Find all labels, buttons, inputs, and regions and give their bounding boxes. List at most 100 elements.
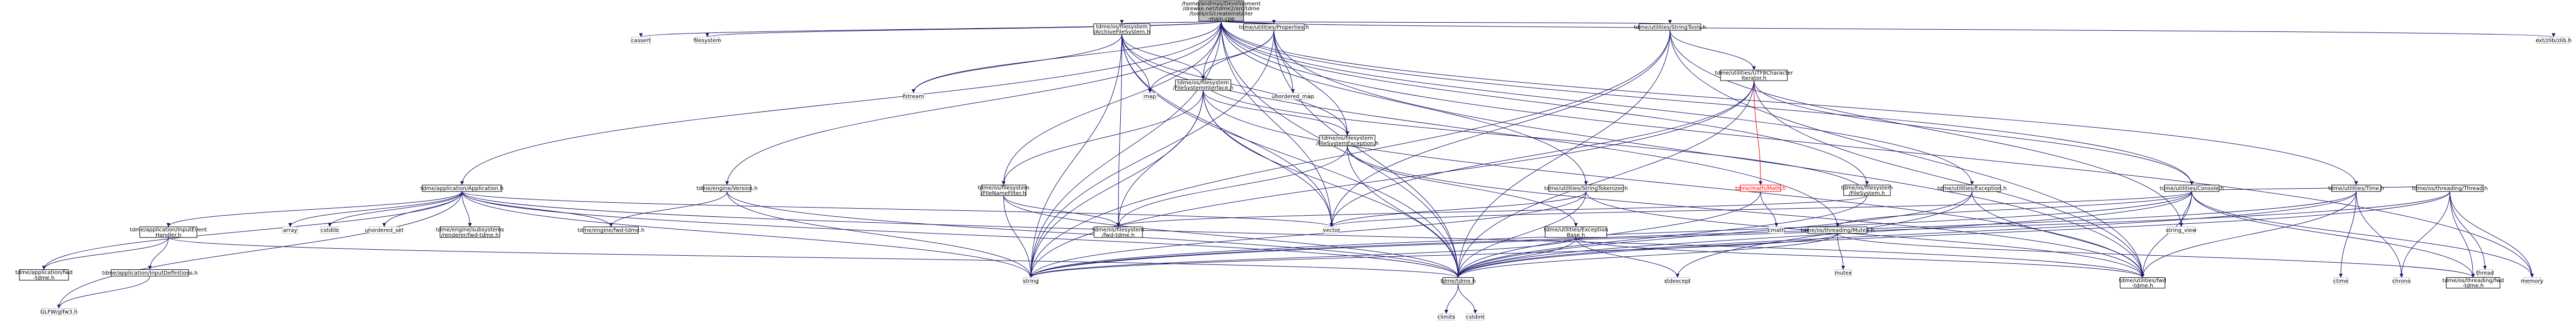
edge-root-to-time-h — [1221, 21, 2358, 185]
edge-fs-interface-h-to-fs-fwd — [1116, 90, 1203, 227]
edge-fs-interface-h-to-utilities-fwd — [1203, 90, 2145, 278]
graph-node-filename-filter-h[interactable]: tdme/os/filesystem/FileNameFilter.h — [978, 184, 1029, 196]
edge-console-h-to-memory — [2191, 191, 2534, 278]
node-label: tdme/utilities/UTF8Character — [1715, 70, 1794, 76]
edge-filename-filter-h-to-tdme-h — [1003, 195, 1460, 278]
graph-node-glfw: GLFW/glfw3.h — [41, 308, 78, 315]
edge-filename-filter-h-to-fs-fwd — [1003, 195, 1120, 227]
graph-node-engine-fwd[interactable]: tdme/engine/fwd-tdme.h — [578, 227, 645, 234]
edge-exception-h-to-tdme-h — [1456, 191, 1972, 278]
edge-app-h-to-input-handler-h — [166, 191, 463, 227]
graph-node-root[interactable]: /home/andreas/Development/drewke.net/tdm… — [1182, 1, 1261, 22]
node-box — [1720, 70, 1788, 81]
edge-properties-h-to-unordered-map — [1273, 30, 1295, 93]
graph-node-cstdint: cstdint — [1466, 313, 1484, 321]
graph-node-unordered-set: unordered_set — [365, 227, 404, 234]
node-label: tdme/math/Math.h — [1735, 186, 1786, 192]
graph-node-subsystems-fwd[interactable]: tdme/engine/subsystems/renderer/fwd-tdme… — [436, 227, 504, 238]
graph-node-archive-fs-h[interactable]: tdme/os/filesystem/ArchiveFileSystem.h — [1093, 23, 1150, 35]
edge-root-to-ext-zlib — [1221, 21, 2555, 37]
node-box — [2119, 277, 2165, 289]
edge-engine-version-h-to-string — [727, 191, 1033, 278]
edge-root-to-stringtools-h — [1221, 19, 1671, 24]
node-label: Handler.h — [156, 232, 182, 238]
edge-thread-h-to-threading-fwd — [2450, 191, 2475, 278]
graph-node-cstdlib: cstdlib — [320, 227, 339, 234]
edge-time-h-to-utilities-fwd — [2140, 191, 2357, 278]
graph-node-fs-fwd[interactable]: tdme/os/filesystem/fwd-tdme.h — [1093, 227, 1145, 238]
node-label: Base.h — [1567, 232, 1585, 238]
edge-app-h-to-cstdlib — [327, 191, 463, 227]
graph-node-map: map — [1142, 92, 1157, 100]
graph-node-app-h[interactable]: tdme/application/Application.h — [420, 184, 504, 192]
graph-node-mutex-h[interactable]: tdme/os/threading/Mutex.h — [1801, 227, 1874, 234]
graph-node-exception-h[interactable]: tdme/utilities/Exception.h — [1937, 184, 2006, 192]
node-box — [1843, 184, 1891, 196]
node-box — [282, 227, 299, 234]
node-label: tdme/utilities/StringTokenizer.h — [1544, 186, 1628, 192]
node-label: -main.cpp — [1208, 16, 1235, 22]
graph-node-filesystem-h[interactable]: tdme/os/filesystem/FileSystem.h — [1841, 184, 1893, 196]
graph-node-fs-exception-h[interactable]: tdme/os/filesystem/FileSystemException.h — [1316, 135, 1379, 147]
graph-node-engine-version-h[interactable]: tdme/engine/Version.h — [697, 184, 758, 192]
edge-tdme-h-to-climits — [1444, 284, 1458, 314]
graph-node-thread-h[interactable]: tdme/os/threading/Thread.h — [2412, 184, 2488, 192]
graph-node-console-h[interactable]: tdme/utilities/Console.h — [2160, 184, 2224, 192]
graph-node-fs-interface-h[interactable]: tdme/os/filesystem/FileSystemInterface.h — [1173, 79, 1234, 91]
edge-archive-fs-h-to-fs-interface-h — [1121, 34, 1205, 80]
graph-node-utilities-fwd[interactable]: tdme/utilities/fwd-tdme.h — [2119, 277, 2166, 289]
graph-node-input-defs-h[interactable]: tdme/application/InputDefinitions.h — [102, 269, 198, 277]
graph-node-app-fwd[interactable]: tdme/application/fwd-tdme.h — [15, 269, 72, 281]
node-label: mutex — [1835, 270, 1852, 276]
node-label: map — [1144, 94, 1156, 99]
graph-node-properties-h[interactable]: tdme/utilities/Properties.h — [1239, 23, 1309, 31]
node-label: unordered_map — [1272, 94, 1314, 99]
edge-app-h-to-vector — [461, 191, 1334, 228]
node-box — [1548, 184, 1624, 192]
graph-node-math-h[interactable]: tdme/math/Math.h — [1735, 184, 1786, 192]
node-box — [2537, 36, 2570, 44]
graph-node-string: string — [1023, 277, 1039, 284]
edge-input-handler-h-to-input-defs-h — [148, 237, 169, 270]
edge-thread-h-to-chrono — [2399, 191, 2451, 278]
node-label: tdme/application/InputDefinitions.h — [102, 270, 198, 276]
node-box — [139, 227, 197, 238]
node-label: tdme/engine/fwd-tdme.h — [578, 228, 645, 234]
edge-fs-exception-h-to-exc-base-h — [1347, 145, 1578, 227]
node-label: stdexcept — [1664, 278, 1691, 284]
node-box — [1768, 227, 1785, 234]
node-label: GLFW/glfw3.h — [41, 309, 78, 315]
edge-fs-exception-h-to-tdme-h — [1347, 145, 1460, 278]
node-label: ctime — [2333, 278, 2348, 284]
graph-node-time-h[interactable]: tdme/utilities/Time.h — [2328, 184, 2384, 192]
node-label: tdme/utilities/Properties.h — [1239, 25, 1309, 31]
edge-app-h-to-utilities-fwd — [461, 191, 2145, 278]
node-label: /FileNameFilter.h — [981, 190, 1026, 196]
node-label: memory — [2521, 278, 2544, 284]
node-label: tdme/engine/Version.h — [697, 186, 758, 192]
edge-archive-fs-h-to-fs-fwd — [1116, 34, 1122, 227]
node-box — [1835, 269, 1852, 277]
edge-properties-h-to-string — [1029, 30, 1274, 278]
edge-console-h-to-mutex-h — [1835, 191, 2192, 227]
node-box — [1175, 79, 1232, 91]
node-box — [1023, 277, 1039, 284]
graph-node-stringtools-h[interactable]: tdme/utilities/StringTools.h — [1634, 23, 1707, 31]
edge-root-to-filesystem — [705, 21, 1222, 37]
edge-properties-h-to-map — [1148, 30, 1274, 93]
graph-node-tokenizer-h[interactable]: tdme/utilities/StringTokenizer.h — [1544, 184, 1628, 192]
edge-time-h-to-tdme-h — [1456, 191, 2357, 278]
graph-node-threading-fwd[interactable]: tdme/os/threading/fwd-tdme.h — [2443, 277, 2504, 289]
edge-fs-interface-h-to-tdme-h — [1203, 90, 1460, 278]
edge-fs-interface-h-to-fs-exception-h — [1203, 90, 1349, 136]
edge-app-h-to-array — [288, 191, 463, 227]
edge-root-to-tdme-h — [1221, 21, 1460, 278]
edge-utf8-iter-h-to-string — [1029, 81, 1755, 278]
edge-exc-base-h-to-stdexcept — [1575, 237, 1680, 278]
graph-node-tdme-h[interactable]: tdme/tdme.h — [1441, 277, 1476, 284]
node-label: cstdint — [1466, 315, 1484, 321]
node-label: tdme/application/fwd — [15, 270, 72, 276]
